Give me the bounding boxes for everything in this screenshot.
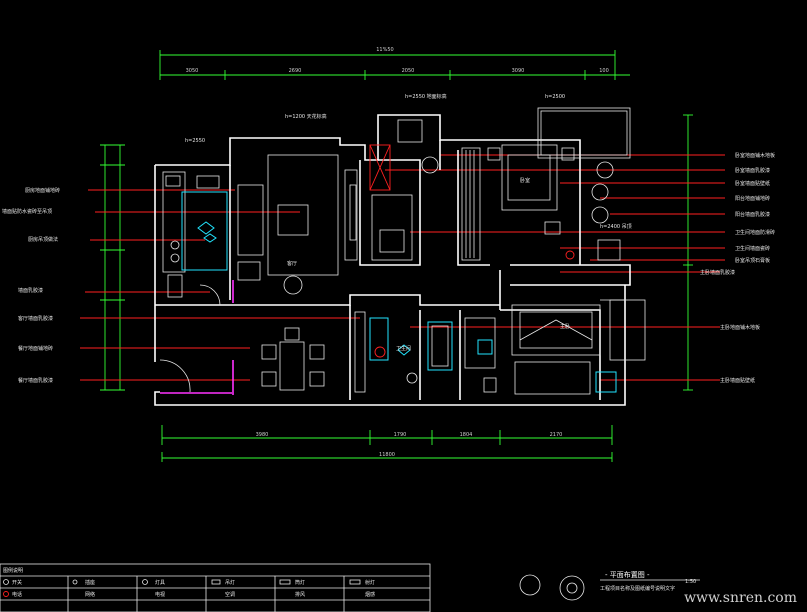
- upper-center-room: h=2550 地面标高: [369, 93, 447, 261]
- right-label-10: 主卧地面铺木地板: [720, 324, 760, 331]
- bottom-dim-1: 3980: [256, 432, 269, 438]
- right-label-11: 主卧墙面贴壁纸: [720, 377, 755, 384]
- right-label-8: 卧室吊顶石膏板: [735, 257, 770, 264]
- left-label-1: 厨房地面铺地砖: [25, 187, 60, 194]
- legend-title: 图例说明: [3, 567, 23, 574]
- legend-item-10: 空调: [225, 591, 235, 598]
- master-bedroom-label: 主卧: [560, 323, 570, 330]
- bottom-total-dim: 11800: [379, 452, 395, 458]
- legend-item-12: 烟感: [365, 591, 375, 598]
- right-label-4: 阳台地面铺地砖: [735, 195, 770, 202]
- bottom-dim-2: 1790: [394, 432, 407, 438]
- dining-area: [159, 327, 325, 395]
- legend-item-5: 筒灯: [295, 579, 305, 586]
- top-dim-3: 2050: [402, 68, 415, 74]
- left-label-2: 墙面贴防水瓷砖至吊顶: [2, 208, 52, 215]
- left-annotations: 厨房地面铺地砖 墙面贴防水瓷砖至吊顶 厨房吊顶做法 墙面乳胶漆 客厅墙面乳胶漆 …: [2, 187, 60, 384]
- right-annotations: 卧室地面铺木地板 卧室墙面乳胶漆 卧室墙面贴壁纸 阳台地面铺地砖 阳台墙面乳胶漆…: [700, 152, 775, 384]
- note-1: h=1200 天花标高: [285, 113, 327, 120]
- bath-label: 卫生间: [396, 345, 411, 352]
- note-3: h=2550 地面标高: [405, 93, 447, 100]
- note-4: h=2500: [545, 94, 565, 100]
- living-room: 客厅 h=1200 天花标高 h=2550: [185, 113, 358, 295]
- balcony: [537, 107, 646, 361]
- legend-item-1: 开关: [12, 579, 22, 586]
- bathroom: 卫生间: [354, 311, 497, 393]
- right-label-7: 卫生间墙面瓷砖: [735, 245, 770, 252]
- drawing-title: - 平面布置图 -: [605, 570, 650, 579]
- right-label-1: 卧室地面铺木地板: [735, 152, 775, 159]
- legend-item-4: 吊灯: [225, 579, 235, 586]
- kitchen-area: [162, 171, 234, 306]
- note-5: h=2400 吊顶: [600, 224, 632, 230]
- legend-item-8: 网络: [85, 591, 95, 598]
- living-room-label: 客厅: [287, 260, 297, 267]
- top-dim-5: 100: [599, 68, 609, 74]
- top-dim-1: 3050: [186, 68, 199, 74]
- right-label-5: 阳台墙面乳胶漆: [735, 211, 770, 218]
- legend-item-11: 排风: [295, 591, 305, 598]
- legend-item-6: 射灯: [365, 579, 375, 586]
- drawing-scale: 1:50: [685, 579, 696, 585]
- watermark-text: www.snren.com: [684, 590, 797, 606]
- title-block: - 平面布置图 - 1:50 工程项目名称及图纸编号说明文字: [519, 570, 700, 601]
- left-label-4: 墙面乳胶漆: [18, 287, 43, 294]
- upper-bedroom: 卧室 h=2500 h=2400 吊顶: [461, 94, 632, 261]
- master-bedroom: 主卧: [511, 304, 617, 395]
- left-label-3: 厨房吊顶做法: [28, 236, 58, 243]
- legend-item-2: 插座: [85, 579, 95, 586]
- bottom-dimensions: 3980 1790 1804 2170 11800: [161, 425, 613, 462]
- right-label-2: 卧室墙面乳胶漆: [735, 167, 770, 174]
- bottom-dim-4: 2170: [550, 432, 563, 438]
- legend-item-7: 电话: [12, 591, 22, 598]
- drawing-subtitle: 工程项目名称及图纸编号说明文字: [600, 585, 675, 592]
- top-dim-2: 2690: [289, 68, 302, 74]
- bottom-dim-3: 1804: [460, 432, 473, 438]
- left-leaders: [80, 189, 360, 381]
- north-arrow-icon: [519, 574, 541, 596]
- left-label-5: 客厅墙面乳胶漆: [18, 315, 53, 322]
- left-label-6: 餐厅地面铺地砖: [18, 345, 53, 352]
- side-dimensions: [100, 114, 693, 391]
- legend-item-3: 灯具: [155, 579, 165, 586]
- right-label-3: 卧室墙面贴壁纸: [735, 180, 770, 187]
- top-total-dim: 11%50: [376, 47, 393, 53]
- top-dim-4: 3090: [512, 68, 525, 74]
- legend-item-9: 电视: [155, 591, 165, 598]
- compass-icon: [559, 575, 585, 601]
- left-label-7: 餐厅墙面乳胶漆: [18, 377, 53, 384]
- upper-bedroom-label: 卧室: [520, 177, 530, 184]
- note-2: h=2550: [185, 138, 205, 144]
- right-label-9: 主卧墙面乳胶漆: [700, 269, 735, 276]
- top-dimensions: 11%50 3050 2690 2050 3090 100: [159, 47, 630, 80]
- right-leaders: [385, 154, 725, 381]
- legend-table: 图例说明 开关 插座 灯具 吊灯 筒灯 射灯 电话 网络 电视 空调 排风 烟感: [0, 563, 431, 612]
- walls: [154, 114, 631, 406]
- right-label-6: 卫生间地面防滑砖: [735, 229, 775, 236]
